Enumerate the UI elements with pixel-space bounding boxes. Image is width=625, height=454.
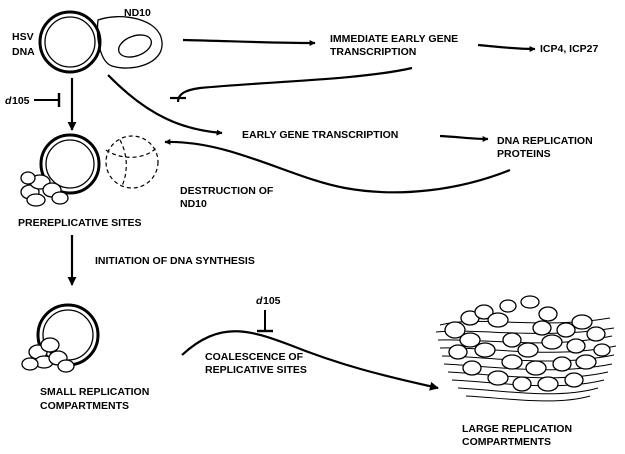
large-compartment-proteins: [444, 295, 611, 392]
icp-label: ICP4, ICP27: [540, 43, 599, 55]
large-compartments-label: LARGE REPLICATION: [462, 423, 572, 435]
hsv-genome: [38, 10, 102, 74]
initiation-label: INITIATION OF DNA SYNTHESIS: [95, 255, 255, 267]
ie-transcription-label: IMMEDIATE EARLY GENE: [330, 33, 458, 45]
arrow-to-icp: [477, 43, 536, 52]
coalescence-label-2: REPLICATIVE SITES: [205, 364, 307, 376]
destruction-label: DESTRUCTION OF: [180, 185, 274, 197]
coalescence-arrow: [181, 330, 439, 391]
arrow-to-early-transcription: [107, 74, 223, 136]
arrow-to-ie-transcription: [182, 38, 316, 46]
hsv-label: HSV: [12, 31, 34, 43]
dna-label: DNA: [12, 46, 35, 58]
ie-transcription-label-2: TRANSCRIPTION: [330, 46, 416, 58]
prereplicative-proteins: [20, 171, 69, 207]
large-compartments-label-2: COMPARTMENTS: [462, 436, 551, 448]
arrow-to-replication-proteins: [439, 134, 489, 142]
icp-feedback-curve: [176, 66, 413, 103]
nd10-label: ND10: [124, 7, 151, 19]
dna-rep-proteins-label: DNA REPLICATION: [497, 135, 593, 147]
d105-mid-d: d: [256, 295, 263, 307]
small-compartments-label-2: COMPARTMENTS: [40, 400, 129, 412]
proteins-feedback-curve: [164, 138, 511, 194]
prereplicative-genome: [39, 133, 101, 195]
dna-rep-proteins-label-2: PROTEINS: [497, 148, 551, 160]
prereplicative-sites-label: PREREPLICATIVE SITES: [18, 217, 142, 229]
nd10-body: [96, 16, 163, 69]
small-compartments-label: SMALL REPLICATION: [40, 386, 149, 398]
destroyed-nd10: [105, 135, 159, 189]
small-compartment-proteins: [21, 337, 75, 373]
early-transcription-label: EARLY GENE TRANSCRIPTION: [242, 129, 398, 141]
d105-top-num: 105: [12, 95, 30, 107]
coalescence-label: COALESCENCE OF: [205, 351, 304, 363]
d105-mid-num: 105: [263, 295, 281, 307]
destruction-label-2: ND10: [180, 198, 207, 210]
d105-top-d: d: [5, 95, 12, 107]
